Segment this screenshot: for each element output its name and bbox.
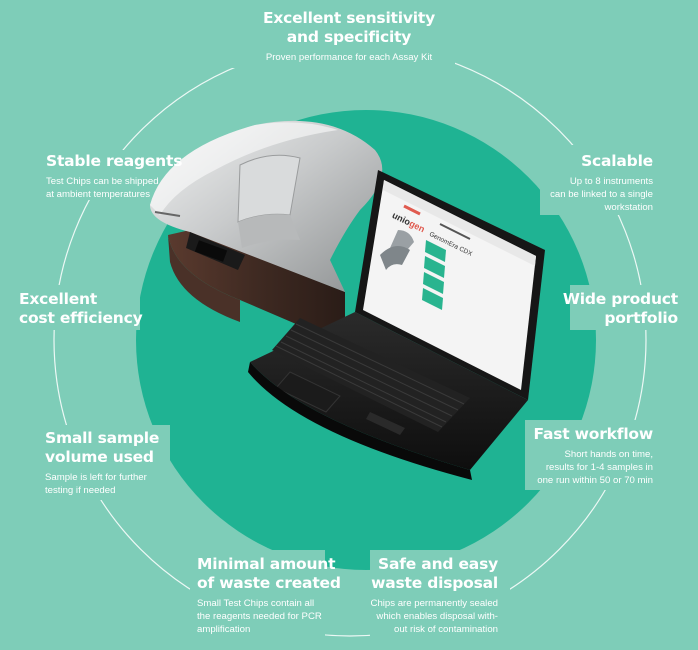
ring-gap-bottom-left xyxy=(190,550,325,640)
ring-gap-left-low xyxy=(20,425,170,500)
feature-workflow-title: Fast workflow xyxy=(533,425,653,443)
ring-gap-right-top xyxy=(540,145,698,215)
ring-gap-left-mid xyxy=(0,285,140,330)
ring-gap-right-low xyxy=(525,420,698,490)
laptop xyxy=(248,170,545,480)
ring-gap-top xyxy=(230,40,455,68)
feature-fast-workflow: Fast workflow Short hands on time,result… xyxy=(510,425,653,487)
feature-workflow-desc: Short hands on time,results for 1-4 samp… xyxy=(537,449,653,486)
feature-stable-reagents: Stable reagents Test Chips can be shippe… xyxy=(46,152,206,201)
analyzer-instrument xyxy=(150,120,383,345)
ring-gap-bottom-right xyxy=(370,550,510,640)
feature-stable-title: Stable reagents xyxy=(46,152,183,170)
feature-sensitivity-desc: Proven performance for each Assay Kit xyxy=(265,52,433,63)
feature-scalable-title: Scalable xyxy=(581,152,653,170)
ring-gap-right-mid xyxy=(570,285,698,330)
